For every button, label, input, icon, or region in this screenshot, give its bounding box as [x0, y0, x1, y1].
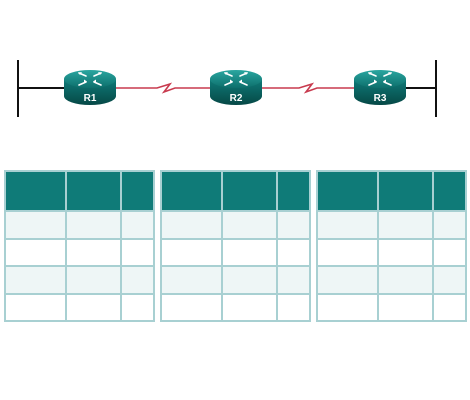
table-cell — [221, 292, 278, 322]
table-header-cell — [120, 170, 155, 212]
table-cell — [377, 210, 434, 240]
table-header-row — [160, 170, 311, 212]
table-row — [160, 265, 311, 295]
table-row — [316, 237, 467, 267]
table-cell — [4, 292, 67, 322]
table-cell — [377, 237, 434, 267]
routing-table-1 — [4, 170, 155, 322]
table-cell — [276, 210, 311, 240]
table-cell — [316, 237, 379, 267]
table-row — [316, 292, 467, 322]
table-header-cell — [4, 170, 67, 212]
router-label: R1 — [84, 93, 97, 104]
table-header-cell — [160, 170, 223, 212]
table-cell — [65, 265, 122, 295]
table-cell — [65, 237, 122, 267]
table-cell — [316, 210, 379, 240]
table-cell — [316, 292, 379, 322]
table-cell — [4, 210, 67, 240]
table-cell — [221, 210, 278, 240]
table-row — [316, 265, 467, 295]
table-header-cell — [221, 170, 278, 212]
table-header-cell — [316, 170, 379, 212]
table-cell — [432, 292, 467, 322]
table-row — [4, 265, 155, 295]
table-cell — [276, 292, 311, 322]
table-cell — [160, 237, 223, 267]
table-cell — [221, 237, 278, 267]
router-label: R2 — [230, 93, 243, 104]
table-cell — [377, 292, 434, 322]
routing-table-2 — [160, 170, 311, 322]
table-cell — [221, 265, 278, 295]
network-topology: R1 R2 R3 — [17, 60, 437, 117]
table-header-cell — [65, 170, 122, 212]
table-cell — [316, 265, 379, 295]
table-cell — [377, 265, 434, 295]
router-r2[interactable]: R2 — [209, 69, 263, 106]
serial-link-r1-r2 — [114, 82, 212, 94]
table-cell — [432, 210, 467, 240]
table-cell — [120, 265, 155, 295]
table-cell — [276, 237, 311, 267]
table-cell — [160, 265, 223, 295]
lan-left — [17, 60, 66, 117]
table-cell — [432, 237, 467, 267]
serial-link-r2-r3 — [262, 82, 356, 94]
table-cell — [120, 210, 155, 240]
table-cell — [160, 210, 223, 240]
table-cell — [120, 237, 155, 267]
table-header-cell — [377, 170, 434, 212]
router-label: R3 — [374, 93, 387, 104]
table-header-cell — [276, 170, 311, 212]
table-cell — [4, 265, 67, 295]
table-cell — [65, 292, 122, 322]
router-r3[interactable]: R3 — [353, 69, 407, 106]
table-header-row — [316, 170, 467, 212]
table-cell — [432, 265, 467, 295]
table-cell — [160, 292, 223, 322]
table-row — [160, 292, 311, 322]
table-row — [4, 210, 155, 240]
router-r1[interactable]: R1 — [63, 69, 117, 106]
table-row — [4, 292, 155, 322]
table-row — [160, 237, 311, 267]
table-cell — [4, 237, 67, 267]
table-header-row — [4, 170, 155, 212]
table-row — [316, 210, 467, 240]
table-row — [160, 210, 311, 240]
table-cell — [276, 265, 311, 295]
table-row — [4, 237, 155, 267]
table-cell — [65, 210, 122, 240]
routing-table-3 — [316, 170, 467, 322]
lan-right — [404, 60, 437, 117]
table-cell — [120, 292, 155, 322]
table-header-cell — [432, 170, 467, 212]
